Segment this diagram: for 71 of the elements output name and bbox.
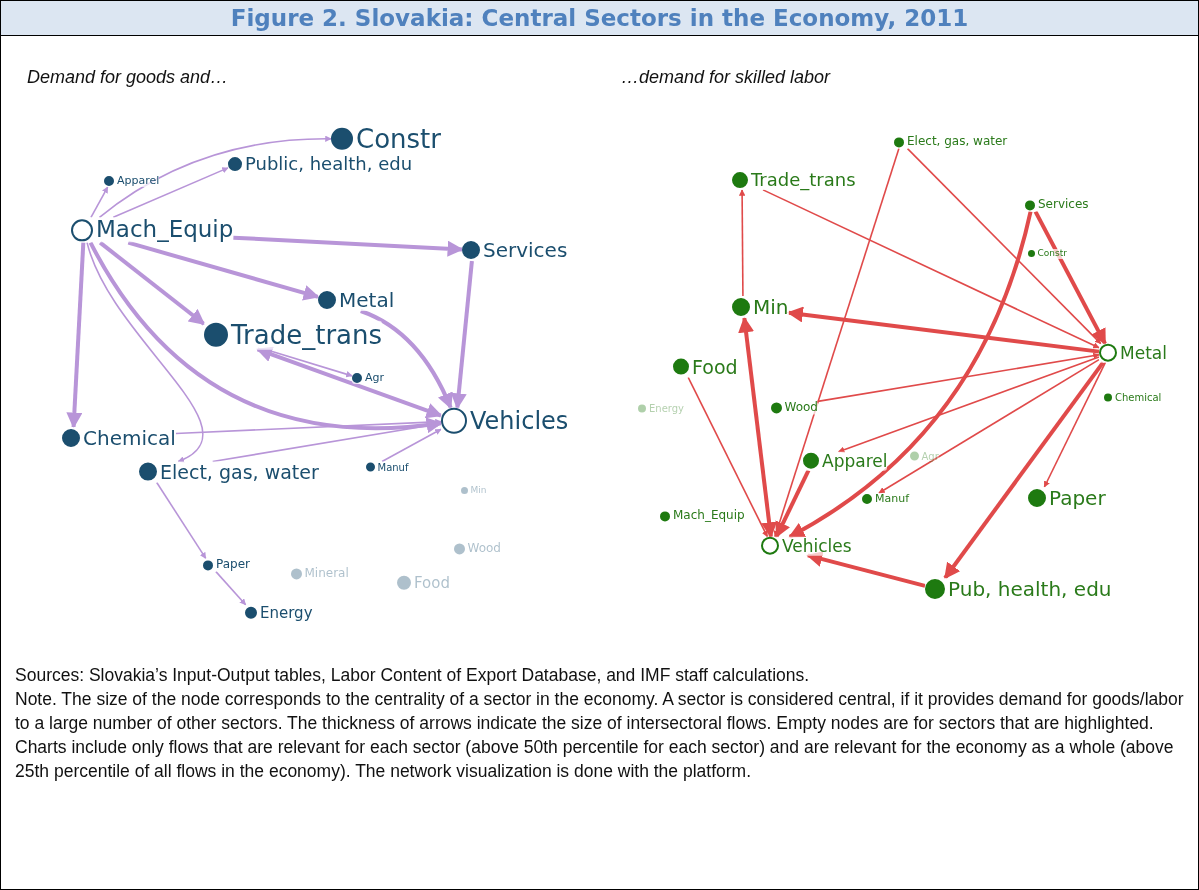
node-label: Food <box>692 356 738 378</box>
arrow <box>762 189 1100 349</box>
arrow <box>98 241 206 326</box>
node-label: Agr <box>365 371 385 385</box>
arrow <box>88 241 443 433</box>
node-label: Min <box>470 486 487 496</box>
arrow <box>738 189 746 297</box>
arrow <box>90 186 109 219</box>
node-label: Elect, gas, water <box>907 135 1008 149</box>
arrow <box>774 469 811 539</box>
node-label: Energy <box>260 604 313 622</box>
arrow <box>155 481 207 560</box>
arrow <box>773 147 900 538</box>
node-label: Trade_trans <box>751 170 856 190</box>
figure-title: Figure 2. Slovakia: Central Sectors in the Economy, 2011 <box>1 1 1198 36</box>
node-label: Mach_Equip <box>673 509 745 523</box>
arrow <box>127 240 320 301</box>
node-label: Wood <box>784 401 818 415</box>
node-label: Metal <box>1120 343 1167 363</box>
node-label: Elect, gas, water <box>160 461 319 483</box>
arrow <box>215 570 247 606</box>
arrow <box>687 376 769 538</box>
node-label: Trade_trans <box>231 320 383 350</box>
panel-subtitle: Demand for goods and… <box>27 67 229 88</box>
node-label: Mineral <box>304 567 349 581</box>
panel-subtitle: …demand for skilled labor <box>621 67 831 88</box>
node-label: Services <box>483 239 568 261</box>
node-label: Energy <box>649 402 684 414</box>
node-label: Food <box>414 574 450 592</box>
arrow <box>837 356 1100 453</box>
node-label: Vehicles <box>470 407 569 435</box>
arrow <box>943 361 1105 580</box>
arrow <box>66 242 86 429</box>
footnote-text: Note. The size of the node corresponds to the centrality of a sector in the economy. A sector is considered central, if it provides demand for goods/labor to a large number of other sectors. The thickness of arrows indicate the size of intersectoral flows. Empty nodes are for sectors that are highlighted. Charts include only flows that are relevant for each sector (above 50th percentile for each sector) and are relevant for the economy as a whole (above 25th percentile of all flows in the economy). The network visualization is done with the platform. <box>15 688 1185 783</box>
arrow <box>1033 210 1107 346</box>
node-label: Apparel <box>117 174 160 188</box>
arrow <box>738 316 778 539</box>
node-label: Manuf <box>377 461 409 473</box>
arrow <box>817 352 1100 403</box>
network-node <box>909 450 939 462</box>
arrow <box>786 306 1100 354</box>
node-label: Constr <box>356 124 441 154</box>
arrow <box>381 428 442 463</box>
node-label: Paper <box>1049 487 1106 509</box>
arrow <box>360 309 453 410</box>
node-label: Constr <box>1037 249 1067 259</box>
arrow <box>1043 361 1107 488</box>
node-label: Wood <box>467 542 501 556</box>
arrow <box>878 358 1100 494</box>
node-label: Agr <box>921 450 939 462</box>
node-label: Vehicles <box>782 536 852 556</box>
arrow <box>233 235 464 257</box>
arrow <box>906 147 1102 345</box>
node-label: Chemical <box>83 427 176 449</box>
node-label: Paper <box>216 558 250 572</box>
node-label: Public, health, edu <box>245 154 413 174</box>
node-label: Mach_Equip <box>96 217 234 243</box>
arrow <box>112 167 229 219</box>
arrow <box>98 135 332 219</box>
node-label: Manuf <box>875 492 910 506</box>
arrow <box>175 418 442 435</box>
node-label: Services <box>1038 198 1089 212</box>
node-label: Min <box>753 296 789 318</box>
node-label: Chemical <box>1115 391 1162 403</box>
node-label: Apparel <box>822 451 888 471</box>
arrow <box>86 241 204 463</box>
arrow <box>788 211 1033 539</box>
node-label: Metal <box>339 289 395 311</box>
sources-note: Sources: Slovakia’s Input-Output tables, Labor Content of Export Database, and IMF staff calculations. <box>15 664 811 687</box>
node-label: Pub, health, edu <box>948 578 1112 600</box>
arrow <box>450 260 474 410</box>
